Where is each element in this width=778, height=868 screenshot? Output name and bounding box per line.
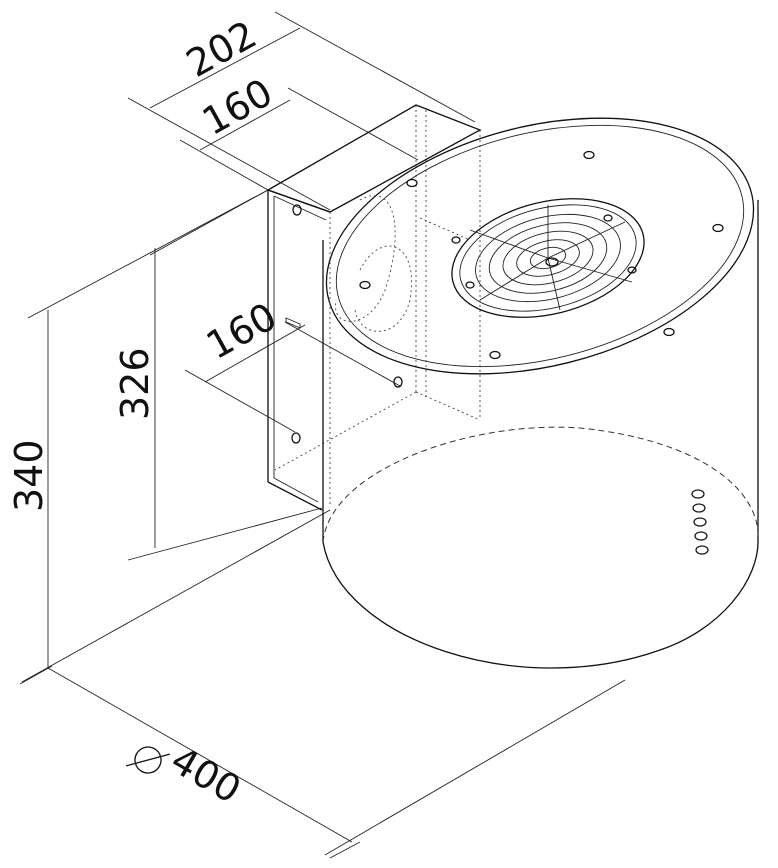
- fan-grille: [451, 198, 645, 318]
- knob-3: [693, 517, 707, 527]
- control-knobs: [691, 489, 709, 555]
- dimension-labels: 202 160 160 326 340 400: [7, 12, 284, 812]
- cylinder-body: [322, 117, 759, 669]
- dim-160-side-label: 160: [199, 294, 284, 368]
- knob-4: [694, 531, 708, 541]
- dim-340-label: 340: [7, 439, 51, 512]
- dim-326-label: 326: [113, 347, 157, 420]
- extension-lines: [19, 11, 626, 859]
- diameter-symbol-icon: [125, 746, 171, 774]
- knob-5: [695, 545, 709, 555]
- wall-mount-box: [266, 104, 482, 511]
- knob-1: [691, 489, 705, 499]
- top-screws: [359, 150, 724, 360]
- knob-2: [692, 503, 706, 513]
- dim-diameter-label: 400: [164, 738, 249, 812]
